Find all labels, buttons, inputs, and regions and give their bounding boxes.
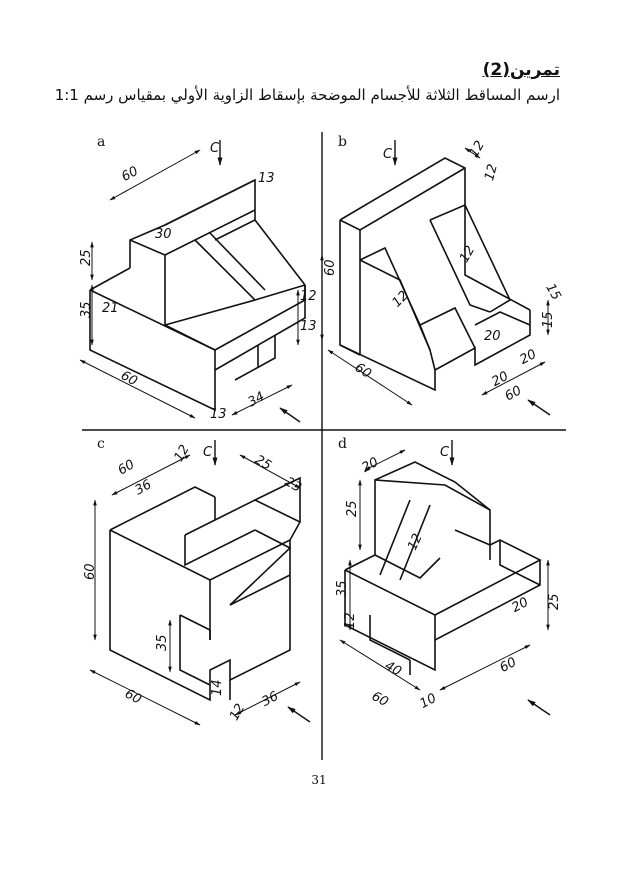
- panel-c-dim: 36: [259, 689, 281, 710]
- panel-c-dim: 60: [115, 457, 137, 478]
- panel-d-drawing: [339, 440, 551, 716]
- panel-a-dim: 13: [300, 319, 317, 334]
- panel-b-view-marker: C: [383, 147, 393, 162]
- panel-d-dim: 20: [359, 455, 381, 476]
- panel-b-dim: 12: [390, 288, 412, 310]
- panel-b-dim: 15: [542, 281, 563, 303]
- panel-d-dim: 60: [497, 655, 519, 676]
- panel-d-dim: 35: [335, 580, 350, 597]
- panel-c-labels: C 60 36 12 25 23 60 35 14 60 12 36: [83, 443, 304, 724]
- panel-c-dim: 60: [83, 563, 98, 580]
- panel-b-dim: 60: [503, 383, 525, 404]
- panel-c-dim: 35: [155, 634, 170, 651]
- panel-a-dim: 60: [118, 368, 140, 389]
- panel-a-dim: 34: [246, 389, 268, 410]
- panel-label-b: b: [338, 134, 347, 150]
- panel-a-view-marker: C: [210, 141, 220, 156]
- panel-c-dim: 36: [132, 477, 154, 498]
- panel-b-dim: 12: [482, 163, 501, 183]
- panel-d-dim: 25: [547, 593, 562, 610]
- panel-a-dim: 25: [79, 249, 94, 266]
- panel-a-dim: 21: [102, 301, 119, 316]
- panel-b-dim: 20: [517, 347, 539, 368]
- panel-a-drawing: [79, 140, 306, 423]
- panel-d-labels: C 20 25 12 35 12 20 25 40 60 10 60: [335, 445, 562, 712]
- panel-b-dim: 12: [467, 138, 488, 160]
- panel-a-dim: 12: [300, 289, 317, 304]
- panel-c-dim: 23: [282, 474, 304, 495]
- panel-c-dim: 14: [210, 679, 225, 696]
- panel-b-dim: 15: [541, 311, 556, 328]
- page-number: 31: [311, 773, 327, 787]
- panel-d-dim: 10: [417, 691, 439, 712]
- exercise-instruction: ارسم المساقط الثلاثة للأجسام الموضحة بإس…: [54, 86, 560, 104]
- panel-c-dim: 12: [171, 443, 192, 465]
- panel-a-labels: C 60 13 30 25 35 21 12 13 60 13 34: [79, 141, 317, 422]
- panel-b-labels: C 12 12 60 12 12 15 15 20 20 20 60 60: [323, 138, 564, 404]
- panel-a-dim: 60: [119, 164, 141, 185]
- panel-b-dim: 20: [484, 329, 501, 344]
- panel-c-drawing: [89, 440, 311, 726]
- panel-a-dim: 13: [258, 171, 275, 186]
- panel-d-dim: 12: [343, 612, 358, 629]
- panel-d-dim: 40: [382, 659, 404, 680]
- panel-d-dim: 12: [405, 531, 426, 552]
- panel-d-dim: 25: [345, 500, 360, 517]
- panel-c-dim: 12: [227, 701, 248, 723]
- panel-c-dim: 60: [122, 687, 144, 708]
- panel-a-dim: 13: [210, 407, 227, 422]
- panel-b-dim: 60: [323, 259, 338, 276]
- panel-d-dim: 20: [509, 595, 531, 616]
- panel-d-dim: 60: [369, 689, 391, 710]
- panel-a-dim: 30: [155, 227, 172, 242]
- panel-b-dim: 60: [352, 360, 374, 382]
- exercise-title: تمرين(2): [482, 60, 560, 80]
- panel-label-a: a: [97, 134, 106, 150]
- panel-a-dim: 35: [79, 301, 94, 318]
- panel-d-view-marker: C: [440, 445, 450, 460]
- panel-label-d: d: [338, 436, 347, 452]
- panel-b-drawing: [320, 140, 551, 416]
- panel-b-dim: 20: [489, 369, 511, 390]
- panel-c-dim: 25: [252, 452, 274, 473]
- panel-c-view-marker: C: [203, 445, 213, 460]
- panel-label-c: c: [97, 436, 105, 452]
- panel-b-dim: 12: [457, 243, 478, 265]
